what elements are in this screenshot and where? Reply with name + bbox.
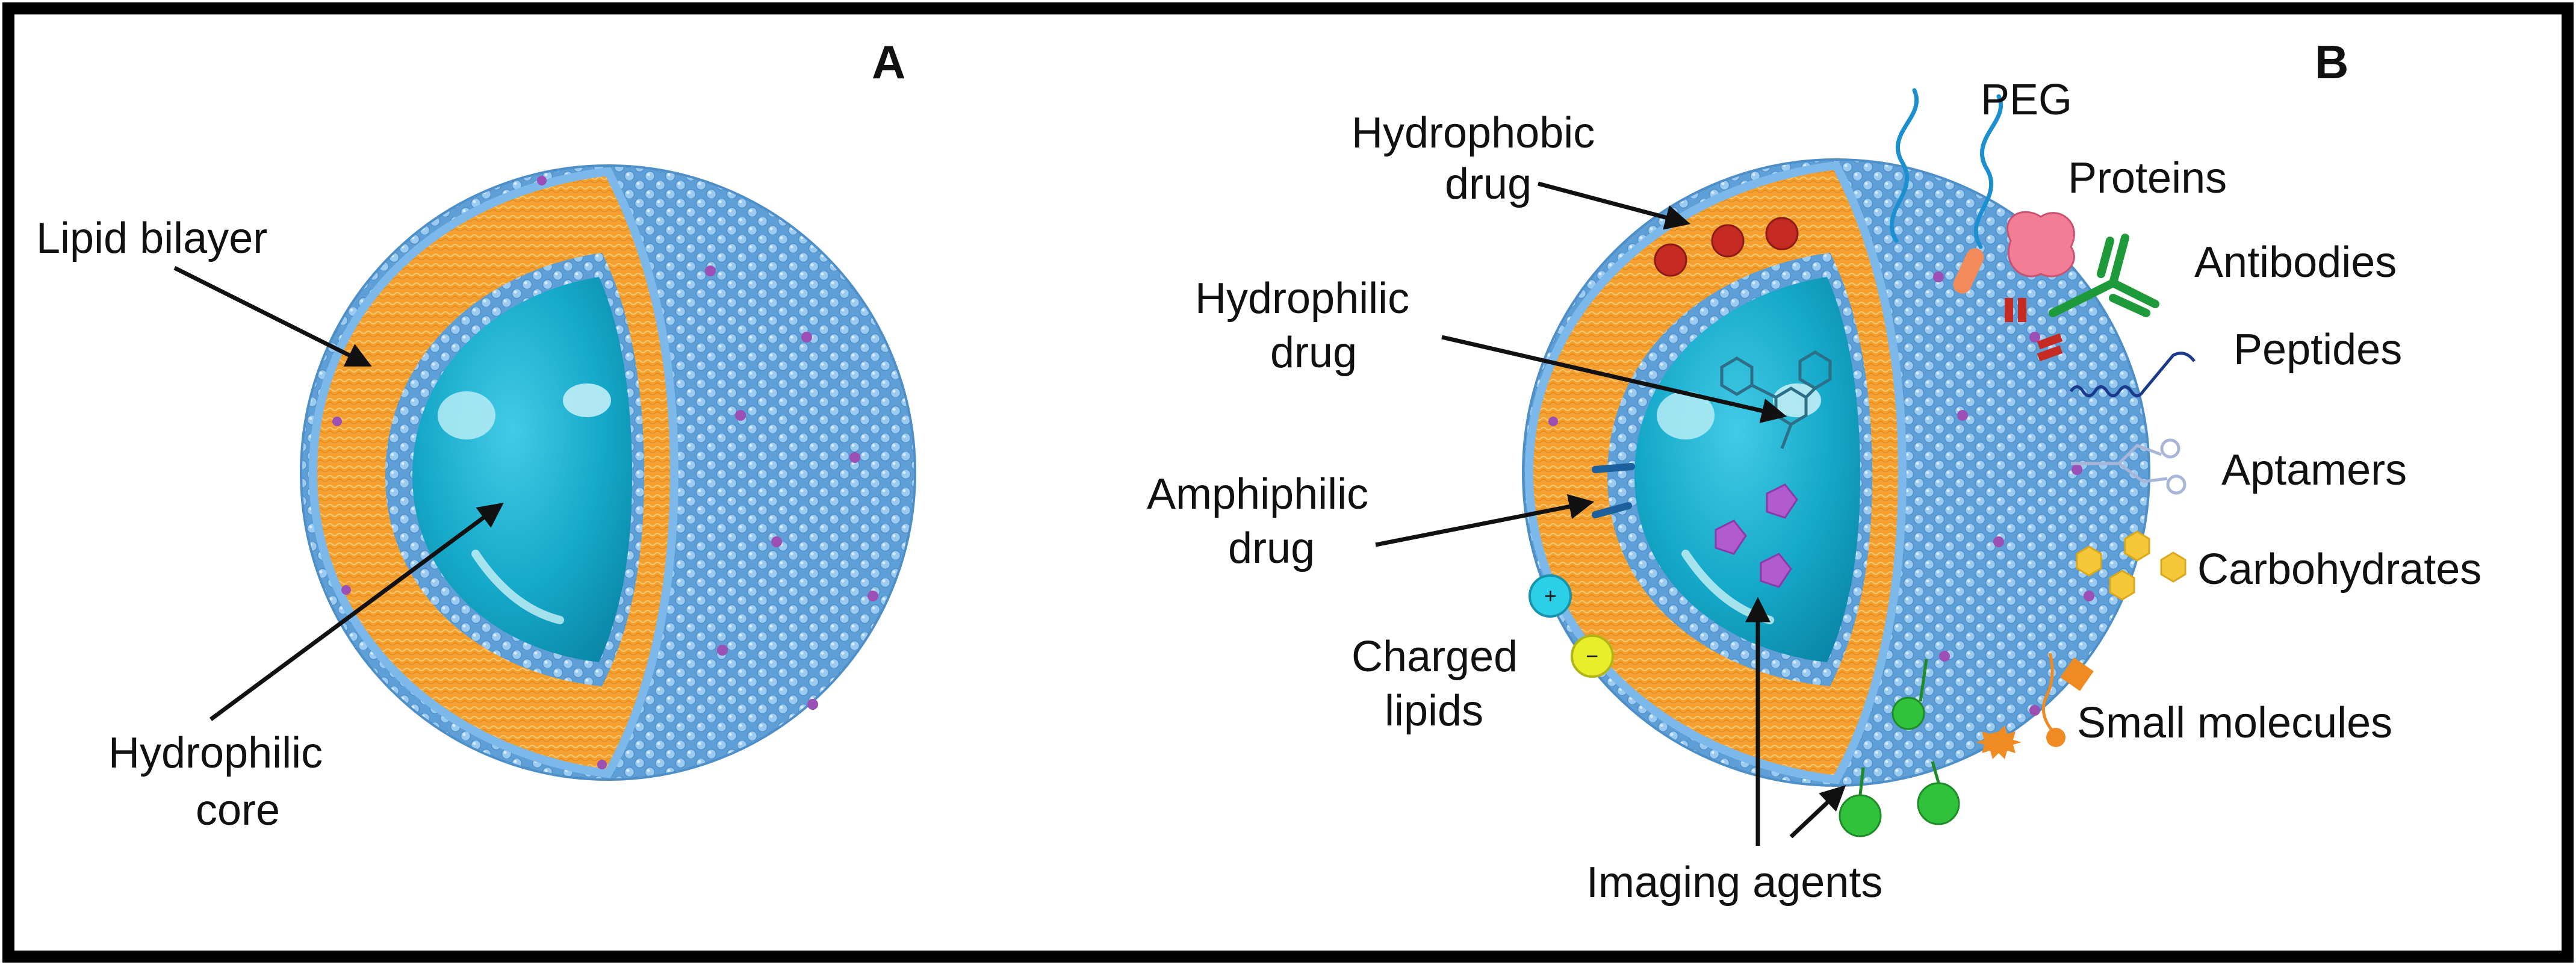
liposome-b: + −	[1522, 158, 2150, 837]
hydrophobic-drug-spheres	[1654, 217, 1799, 277]
label-lipid-bilayer: Lipid bilayer	[36, 214, 267, 262]
peptide-ligand	[2069, 352, 2196, 397]
label-peptides: Peptides	[2233, 326, 2402, 374]
label-hydrophilic-core-line1: Hydrophilic	[108, 729, 323, 777]
panel-b-letter: B	[2315, 36, 2348, 88]
label-amphiphilic-drug-line1: Amphiphilic	[1147, 470, 1368, 518]
arrow-hydrophilic-core	[209, 503, 504, 721]
svg-text:+: +	[1544, 583, 1557, 608]
label-proteins: Proteins	[2068, 154, 2227, 202]
arrow-amphiphilic-drug	[1375, 494, 1595, 547]
label-hydrophilic-core-line2: core	[196, 786, 280, 834]
label-carbohydrates: Carbohydrates	[2197, 545, 2481, 594]
liposome-a-core-reflection	[471, 550, 564, 624]
liposome-a-core-highlight-2	[563, 383, 611, 417]
arrow-hydrophobic-drug	[1538, 181, 1691, 230]
core-imaging-gems	[1715, 483, 1798, 588]
label-aptamers: Aptamers	[2221, 446, 2407, 494]
label-hydrophilic-drug-line2: drug	[1270, 329, 1357, 377]
red-receptor-ligand	[2005, 298, 2063, 362]
label-charged-lipids-line1: Charged	[1352, 633, 1518, 681]
arrow-lipid-bilayer	[173, 265, 372, 367]
label-imaging-agents: Imaging agents	[1586, 858, 1882, 907]
carbohydrate-ligand	[2076, 530, 2186, 601]
panel-b: B	[1147, 36, 2481, 907]
panel-a-letter: A	[872, 36, 905, 88]
surface-imaging-agents	[1839, 659, 1960, 837]
panel-a: A Lipid bilayer Hydrop	[36, 36, 916, 834]
liposome-a-hydrophilic-core	[412, 277, 632, 662]
label-hydrophilic-drug-line1: Hydrophilic	[1195, 275, 1409, 323]
label-charged-lipids-line2: lipids	[1385, 687, 1483, 735]
label-antibodies: Antibodies	[2194, 238, 2397, 287]
label-hydrophobic-drug-line2: drug	[1445, 160, 1532, 208]
arrow-hydrophilic-drug	[1441, 335, 1787, 423]
liposome-a	[300, 164, 916, 781]
peg-chains	[1890, 88, 2003, 249]
small-molecule-ligand	[1976, 653, 2094, 759]
label-small-molecules: Small molecules	[2077, 699, 2392, 747]
arrow-imaging-agents-surface	[1789, 785, 1846, 839]
liposome-a-core-highlight-1	[438, 391, 495, 439]
liposome-a-purple-lipids	[332, 176, 878, 769]
liposome-b-core-highlight-1	[1657, 391, 1715, 439]
label-amphiphilic-drug-line2: drug	[1228, 524, 1315, 572]
aptamer-ligand	[2071, 438, 2186, 495]
protein-ligand	[1953, 211, 2075, 294]
svg-text:−: −	[1586, 644, 1598, 668]
hydrophilic-drug-molecule	[1720, 350, 1832, 449]
antibody-ligand	[2049, 234, 2159, 317]
label-hydrophobic-drug-line1: Hydrophobic	[1352, 109, 1595, 157]
charged-lipid-cation: +	[1529, 574, 1572, 618]
amphiphilic-drug-bars	[1592, 463, 1635, 518]
charged-lipid-anion: −	[1571, 635, 1614, 678]
label-peg: PEG	[1981, 76, 2072, 124]
